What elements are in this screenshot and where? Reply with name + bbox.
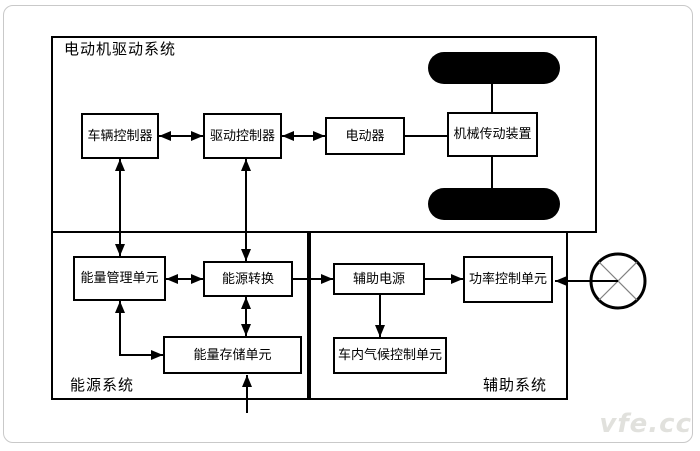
node-motor: 电动器 <box>325 117 405 155</box>
rounded-border <box>3 5 693 443</box>
node-energy-management-unit: 能量管理单元 <box>73 256 166 301</box>
node-power-control-unit: 功率控制单元 <box>463 256 553 303</box>
system-box-energy <box>51 231 309 400</box>
node-mechanical-transmission: 机械传动装置 <box>447 112 538 157</box>
system-label-energy: 能源系统 <box>70 376 135 394</box>
node-vehicle-controller: 车辆控制器 <box>81 113 159 159</box>
system-label-auxiliary: 辅助系统 <box>483 376 548 394</box>
node-cabin-climate-control-unit: 车内气候控制单元 <box>333 337 447 374</box>
system-label-motor-drive: 电动机驱动系统 <box>64 40 177 58</box>
system-box-auxiliary <box>309 231 568 400</box>
node-auxiliary-power: 辅助电源 <box>333 263 425 295</box>
watermark: vfe.cc <box>599 409 692 439</box>
node-energy-conversion: 能源转换 <box>203 261 293 297</box>
node-energy-storage-unit: 能量存储单元 <box>163 336 302 374</box>
node-drive-controller: 驱动控制器 <box>203 113 282 159</box>
